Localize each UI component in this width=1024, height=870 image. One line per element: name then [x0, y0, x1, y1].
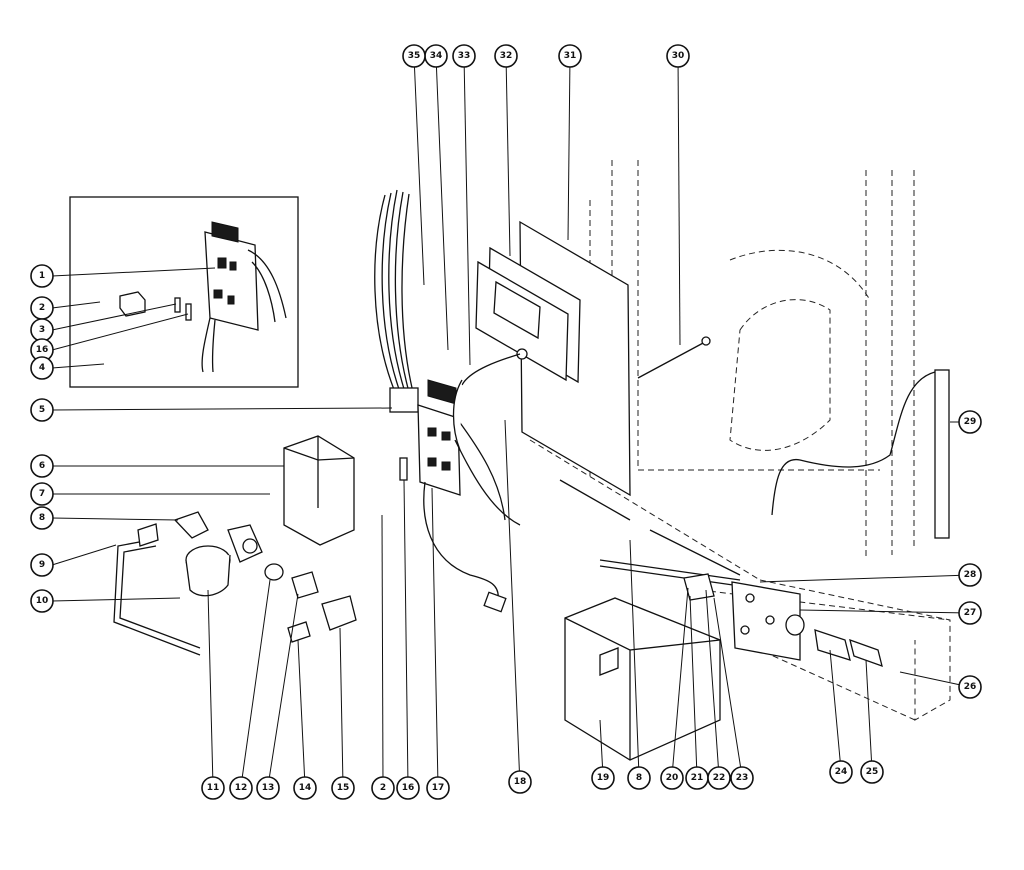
callout-label: 2: [39, 303, 45, 313]
main-control-board: [399, 379, 521, 613]
callout-27: 27: [958, 601, 982, 625]
callout-label: 17: [432, 783, 445, 793]
temperature-sensor: [771, 369, 950, 539]
callout-2-lower: 2: [371, 776, 395, 800]
callout-1: 1: [30, 264, 54, 288]
callout-label: 15: [337, 783, 350, 793]
callout-label: 21: [691, 773, 704, 783]
inset-control-board: [119, 221, 287, 373]
callout-label: 16: [402, 783, 415, 793]
callout-label: 35: [408, 51, 421, 61]
callout-label: 25: [866, 767, 879, 777]
callout-label: 22: [713, 773, 726, 783]
callout-25: 25: [860, 760, 884, 784]
callout-6: 6: [30, 454, 54, 478]
callout-7: 7: [30, 482, 54, 506]
callout-label: 34: [430, 51, 443, 61]
callout-15: 15: [331, 776, 355, 800]
callout-label: 23: [736, 773, 749, 783]
callout-label: 3: [39, 325, 45, 335]
leader-lines: [51, 55, 971, 787]
cabinet-outline: [529, 160, 951, 721]
callouts: 1 2 3 16 4 5 6 7 8 9 10 11 12 13 14 15 2…: [30, 44, 982, 800]
callout-5: 5: [30, 398, 54, 422]
callout-17: 17: [426, 776, 450, 800]
callout-10: 10: [30, 589, 54, 613]
callout-label: 16: [36, 345, 49, 355]
callout-label: 24: [835, 767, 848, 777]
callout-label: 32: [500, 51, 513, 61]
callout-label: 14: [299, 783, 312, 793]
callout-8: 8: [30, 506, 54, 530]
callout-label: 18: [514, 777, 527, 787]
callout-32: 32: [494, 44, 518, 68]
valve-assembly: [113, 511, 263, 656]
callout-19: 19: [591, 766, 615, 790]
fittings: [264, 563, 357, 643]
callout-16: 16: [30, 338, 54, 362]
wire-harness: [374, 189, 419, 413]
callout-18: 18: [508, 770, 532, 794]
control-module-panel: [452, 220, 631, 497]
inset-frame: [69, 196, 299, 388]
callout-11: 11: [201, 776, 225, 800]
callout-label: 12: [235, 783, 248, 793]
callout-8-lower: 8: [627, 766, 651, 790]
callout-label: 4: [39, 363, 45, 373]
callout-label: 5: [39, 405, 45, 415]
callout-label: 30: [672, 51, 685, 61]
callout-label: 31: [564, 51, 577, 61]
cover-box: [283, 435, 355, 546]
callout-label: 19: [597, 773, 610, 783]
callout-4: 4: [30, 356, 54, 380]
burner-box: [559, 479, 741, 761]
callout-24: 24: [829, 760, 853, 784]
callout-2: 2: [30, 296, 54, 320]
callout-13: 13: [256, 776, 280, 800]
callout-33: 33: [452, 44, 476, 68]
callout-21: 21: [685, 766, 709, 790]
callout-label: 2: [380, 783, 386, 793]
callout-label: 8: [636, 773, 642, 783]
callout-22: 22: [707, 766, 731, 790]
callout-3: 3: [30, 318, 54, 342]
callout-label: 26: [964, 682, 977, 692]
callout-label: 9: [39, 560, 45, 570]
callout-9: 9: [30, 553, 54, 577]
callout-label: 11: [207, 783, 220, 793]
mounting-rod: [637, 341, 706, 379]
callout-30: 30: [666, 44, 690, 68]
callout-label: 10: [36, 596, 49, 606]
callout-label: 13: [262, 783, 275, 793]
callout-34: 34: [424, 44, 448, 68]
callout-28: 28: [958, 563, 982, 587]
callout-label: 27: [964, 608, 977, 618]
callout-29: 29: [958, 410, 982, 434]
callout-26: 26: [958, 675, 982, 699]
callout-35: 35: [402, 44, 426, 68]
callout-label: 7: [39, 489, 45, 499]
callout-label: 1: [39, 271, 45, 281]
callout-label: 33: [458, 51, 471, 61]
callout-16-lower: 16: [396, 776, 420, 800]
callout-label: 8: [39, 513, 45, 523]
burner-bracket: [683, 573, 883, 668]
callout-label: 28: [964, 570, 977, 580]
callout-31: 31: [558, 44, 582, 68]
callout-label: 29: [964, 417, 977, 427]
callout-label: 6: [39, 461, 45, 471]
callout-label: 20: [666, 773, 679, 783]
callout-23: 23: [730, 766, 754, 790]
callout-12: 12: [229, 776, 253, 800]
callout-14: 14: [293, 776, 317, 800]
callout-20: 20: [660, 766, 684, 790]
